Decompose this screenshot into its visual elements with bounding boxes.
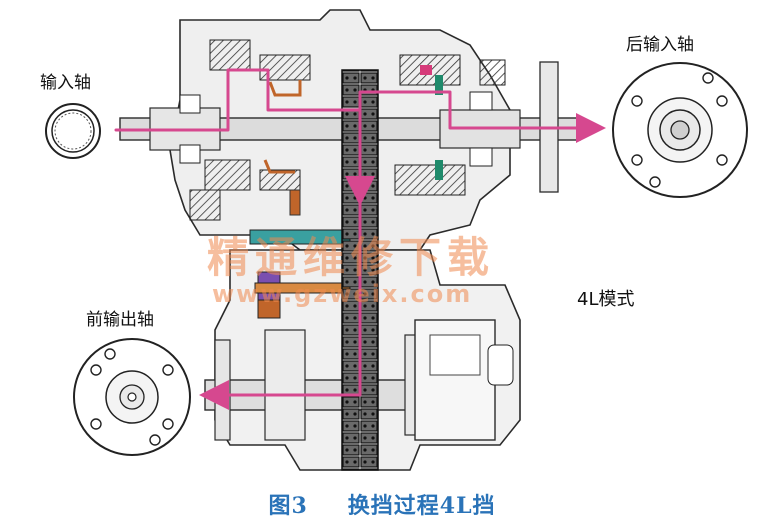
front-output-shaft-label: 前输出轴	[86, 310, 154, 330]
power-flow-path	[114, 68, 606, 410]
power-flow-rear-output	[358, 90, 606, 143]
front-output-shaft-flange	[73, 338, 191, 456]
input-shaft-end-view	[45, 103, 101, 159]
mode-label: 4L模式	[577, 289, 635, 310]
input-shaft-label: 输入轴	[40, 73, 91, 93]
power-flow-front-output	[199, 198, 362, 410]
rear-input-shaft-label: 后输入轴	[626, 35, 694, 55]
figure-caption: 图3 换挡过程4L挡	[0, 488, 764, 520]
figure-number: 图3	[268, 493, 308, 519]
rear-input-shaft-flange	[612, 62, 748, 198]
figure-title: 换挡过程4L挡	[347, 493, 496, 519]
power-flow-input	[114, 68, 362, 132]
